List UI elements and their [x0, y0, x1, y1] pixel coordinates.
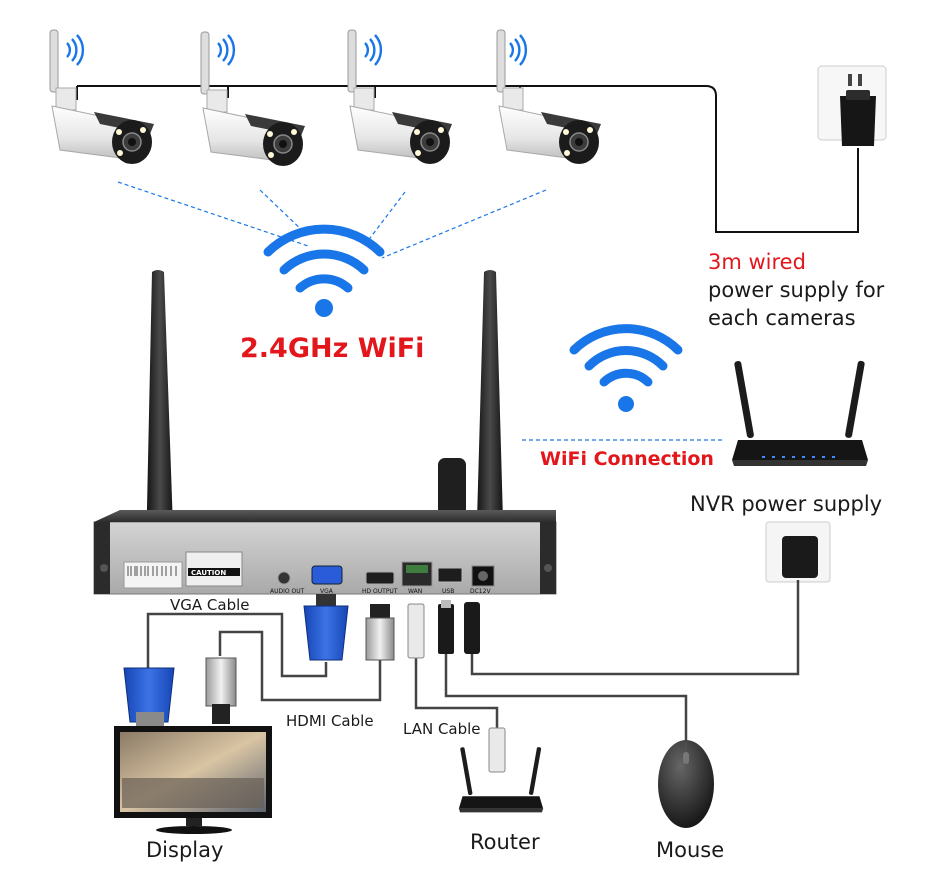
nvr-antenna: [146, 270, 504, 556]
hdmi-cable-label: HDMI Cable: [286, 712, 374, 730]
lan-plug: [407, 603, 425, 659]
usb-plug: [438, 600, 454, 654]
wifi-band-label: 2.4GHz WiFi: [240, 333, 425, 364]
wifi-link-lines: [117, 181, 722, 441]
wifi-icon: [216, 33, 236, 67]
mouse-label: Mouse: [656, 838, 725, 862]
lan-plug: [488, 727, 506, 773]
audio-out-text: AUDIO OUT: [270, 588, 305, 595]
hdmi-plug: [365, 604, 395, 661]
power-adapter-icon: [840, 90, 876, 146]
power-line-1: 3m wired: [708, 250, 806, 274]
monitor-icon: [114, 726, 272, 834]
wifi-icon: [363, 33, 383, 67]
hdmi-port: [365, 571, 395, 585]
display-label: Display: [146, 838, 224, 862]
dc12v-text: DC12V: [470, 588, 491, 595]
nvr-device: [93, 510, 557, 595]
wifi-icon: [65, 33, 85, 67]
nvr-power-label: NVR power supply: [690, 492, 883, 516]
hdmi-plug: [205, 657, 237, 724]
wifi-icon: [508, 33, 528, 67]
router-label: Router: [470, 830, 540, 854]
wifi-connection-label: WiFi Connection: [540, 448, 714, 470]
mouse-icon: [658, 740, 714, 828]
cable-lines: [146, 580, 800, 742]
vga-plug: [123, 667, 175, 726]
wifi-icon: [569, 324, 683, 387]
camera-icon: [49, 29, 155, 165]
vga-text: VGA: [320, 588, 333, 595]
audio-out-port: [277, 571, 291, 585]
wan-text: WAN: [408, 588, 423, 595]
camera-icon: [200, 31, 306, 167]
power-line-2: power supply for: [708, 278, 885, 302]
usb-port: [437, 567, 463, 583]
router-icon: [732, 360, 868, 466]
vga-plug: [303, 594, 349, 661]
dc-plug: [464, 602, 480, 654]
hd-output-text: HD OUTPUT: [362, 588, 398, 595]
camera-icon: [347, 29, 453, 165]
power-line-3: each cameras: [708, 306, 856, 330]
vga-cable-label: VGA Cable: [170, 596, 250, 614]
power-adapter-icon: [782, 536, 818, 578]
usb-text: USB: [442, 588, 455, 595]
vga-port: [311, 565, 343, 585]
wifi-icon: [263, 224, 385, 293]
camera-power-cable: [76, 85, 859, 233]
lan-cable-label: LAN Cable: [403, 720, 481, 738]
caution-text: CAUTION: [191, 569, 227, 577]
